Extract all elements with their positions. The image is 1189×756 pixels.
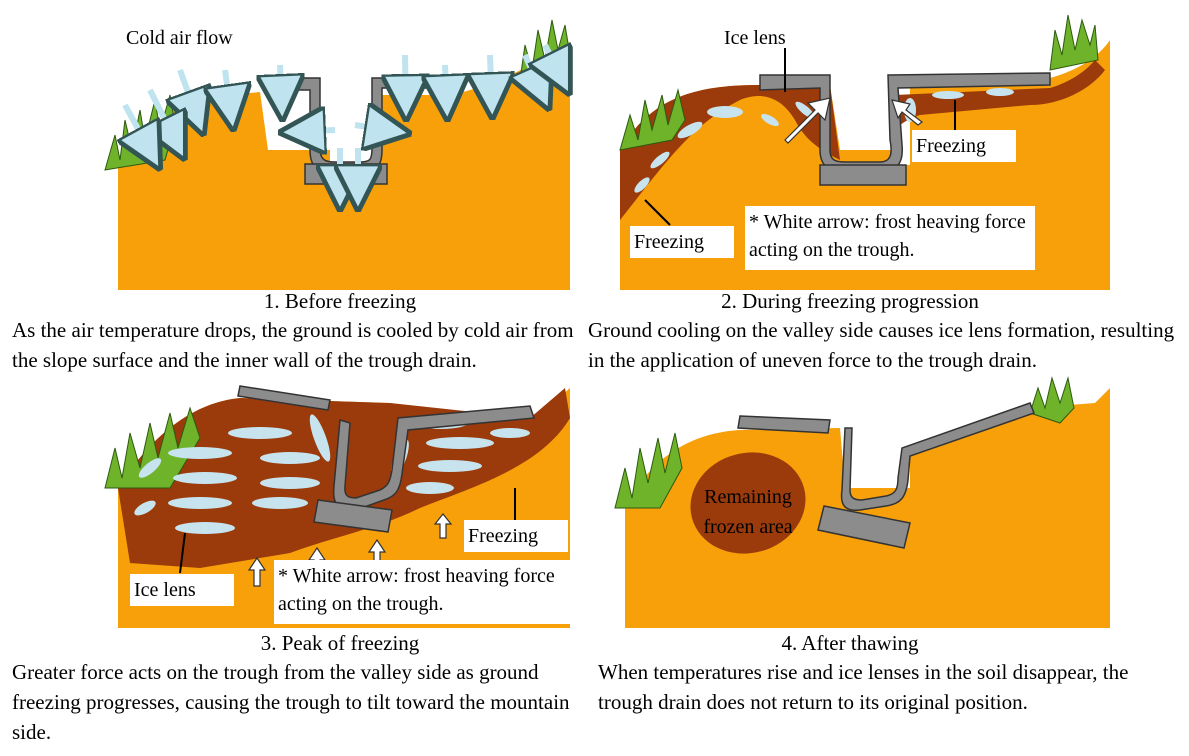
ice-lens-label-3: Ice lens	[130, 574, 234, 606]
trough-drain	[840, 402, 1035, 512]
panel-3-caption: 3. Peak of freezing	[260, 631, 420, 655]
cold-air-arrows	[125, 45, 565, 200]
panel-1-caption: 1. Before freezing	[263, 289, 417, 313]
panel-4-caption: 4. After thawing	[781, 631, 919, 655]
trough-base	[313, 499, 393, 533]
freezing-left-pointer	[644, 199, 671, 226]
frost-note-3: * White arrow: frost heaving force actin…	[274, 560, 570, 624]
freezing-left-label: Freezing	[630, 226, 734, 258]
trough-base	[819, 164, 907, 186]
frost-note-1: * White arrow: frost heaving force actin…	[745, 206, 1035, 270]
grass-right	[1029, 376, 1075, 424]
remaining-frozen-area	[690, 452, 806, 554]
panel-2-caption: 2. During freezing progression	[721, 289, 979, 313]
grass-left	[614, 432, 683, 509]
remaining-frozen-label: Remaining frozen area	[703, 486, 793, 538]
panel-1-diagram	[104, 19, 590, 290]
panel-4-diagram	[614, 376, 1110, 628]
freezing-right-label: Freezing	[912, 130, 1016, 162]
panel-2-description: Ground cooling on the valley side causes…	[588, 318, 1175, 372]
grass-left	[619, 88, 686, 151]
trough-base	[304, 163, 388, 185]
ice-lens-pointer	[179, 532, 186, 574]
displaced-base	[817, 505, 911, 549]
panel-4-description: When temperatures rise and ice lenses in…	[598, 660, 1129, 714]
panel-1-description: As the air temperature drops, the ground…	[12, 318, 574, 372]
grass-left	[104, 406, 201, 489]
freezing-label-3: Freezing	[464, 520, 568, 552]
displaced-top-left	[737, 415, 831, 434]
tilted-top-left	[237, 385, 331, 411]
grass-right	[1049, 14, 1099, 71]
frost-heave-arrows	[247, 513, 453, 587]
cold-air-label: Cold air flow	[126, 27, 233, 49]
panel-3-description: Greater force acts on the trough from th…	[12, 660, 570, 744]
ice-lens-label: Ice lens	[724, 27, 786, 49]
frost-heave-arrows	[784, 97, 923, 144]
